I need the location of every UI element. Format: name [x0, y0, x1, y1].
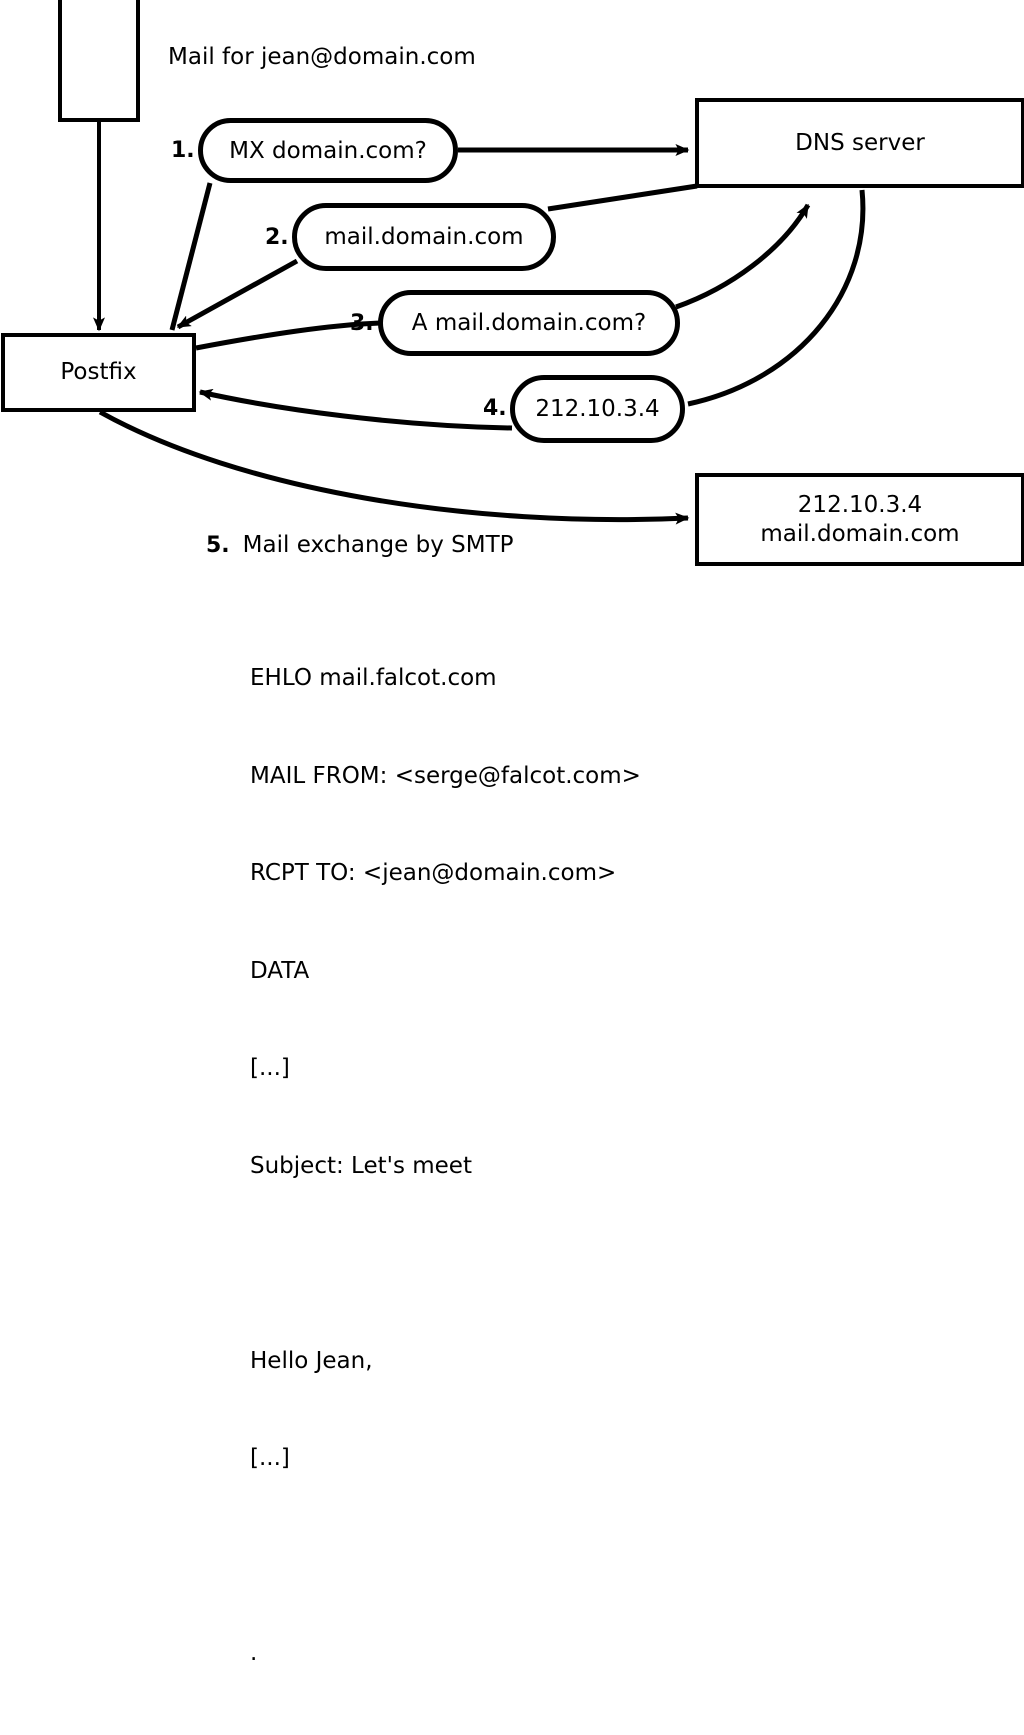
step-3-bubble: A mail.domain.com? [378, 290, 680, 356]
step-5-text: Mail exchange by SMTP [242, 532, 514, 558]
mail-server-node: 212.10.3.4 mail.domain.com [695, 473, 1024, 566]
diagram-canvas: Postfix DNS server 212.10.3.4 mail.domai… [0, 0, 1024, 1666]
smtp-line: . [250, 1640, 258, 1666]
step-4-number: 4. [483, 396, 507, 421]
smtp-line-blank [250, 1247, 641, 1280]
smtp-line: MAIL FROM: <serge@falcot.com> [250, 762, 641, 789]
edge-postfix-to-mail-server [98, 409, 690, 525]
step-1-number: 1. [171, 138, 195, 163]
dns-server-node: DNS server [695, 98, 1024, 188]
edge-a-query-to-dns [675, 203, 811, 310]
connector-layer [93, 122, 866, 525]
smtp-line: [...] [250, 1445, 290, 1471]
postfix-node: Postfix [1, 333, 196, 412]
step-1-bubble: MX domain.com? [198, 118, 458, 183]
step-5-number: 5. [206, 533, 230, 558]
smtp-transcript: EHLO mail.falcot.com MAIL FROM: <serge@f… [250, 597, 641, 1735]
smtp-line: Subject: Let's meet [250, 1152, 472, 1179]
step-3-number: 3. [350, 311, 374, 336]
smtp-line: RCPT TO: <jean@domain.com> [250, 860, 617, 886]
edge-postfix-to-mx-bubble [169, 182, 213, 331]
smtp-line: [...] [250, 1055, 290, 1081]
step-2-number: 2. [265, 225, 289, 250]
edge-postfix-to-a-query [195, 320, 381, 351]
edge-ip-bubble-to-postfix [198, 388, 513, 431]
smtp-line-blank [250, 1540, 641, 1573]
smtp-line: Hello Jean, [250, 1347, 373, 1374]
step-2-bubble: mail.domain.com [292, 203, 556, 271]
edge-dns-to-mail-bubble [547, 183, 698, 212]
edge-dns-to-ip-bubble [687, 189, 866, 407]
diagram-title: Mail for jean@domain.com [168, 44, 476, 70]
step-5-label-group: 5. Mail exchange by SMTP [206, 532, 514, 558]
smtp-line: EHLO mail.falcot.com [250, 665, 497, 691]
sender-box [58, 0, 140, 122]
edge-mail-bubble-to-postfix [176, 258, 299, 330]
smtp-line: DATA [250, 957, 310, 984]
step-4-bubble: 212.10.3.4 [510, 375, 685, 443]
